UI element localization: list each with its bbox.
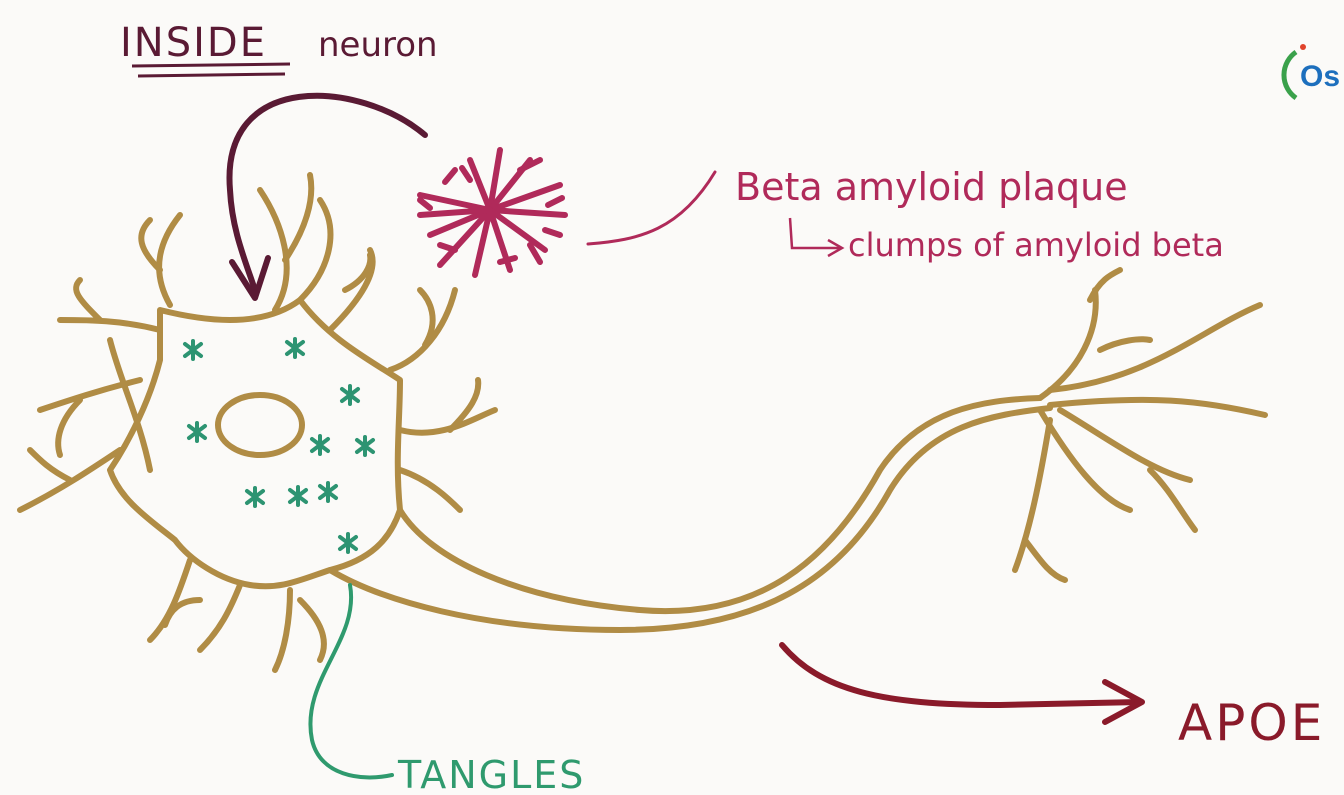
amyloid-plaque bbox=[420, 150, 565, 275]
plaque-title: Beta amyloid plaque bbox=[735, 165, 1128, 209]
brand-logo: Os bbox=[1284, 44, 1340, 98]
apoe-label: APOE bbox=[1178, 694, 1325, 752]
axon-top bbox=[400, 398, 1040, 611]
tangle bbox=[185, 341, 201, 359]
inside-underline-1 bbox=[132, 64, 290, 66]
tangle bbox=[247, 488, 263, 506]
plaque-leader-line bbox=[588, 172, 715, 244]
tangle bbox=[340, 534, 356, 552]
inside-label: INSIDE bbox=[120, 20, 267, 66]
soma-outline bbox=[110, 300, 400, 586]
axon-bottom bbox=[330, 408, 1050, 630]
plaque-subtitle: clumps of amyloid beta bbox=[848, 226, 1224, 264]
logo-text: Os bbox=[1300, 60, 1340, 93]
inside-arrow bbox=[229, 96, 425, 298]
tangles-leader-line bbox=[310, 585, 392, 777]
tangles-cluster bbox=[185, 339, 373, 552]
inside-neuron-heading: INSIDE neuron bbox=[120, 20, 438, 76]
tangle bbox=[287, 339, 303, 357]
apoe-arrow bbox=[782, 645, 1142, 722]
plaque-sub-arrow bbox=[790, 218, 842, 256]
tangle bbox=[342, 386, 358, 404]
tangles-label: TANGLES bbox=[397, 753, 585, 795]
tangle bbox=[357, 437, 373, 455]
tangle bbox=[290, 487, 306, 505]
inside-underline-2 bbox=[138, 74, 285, 76]
tangle bbox=[320, 483, 336, 501]
tangle bbox=[189, 423, 205, 441]
neuron-label: neuron bbox=[318, 25, 438, 65]
tangle bbox=[312, 436, 328, 454]
nucleus bbox=[218, 395, 302, 455]
